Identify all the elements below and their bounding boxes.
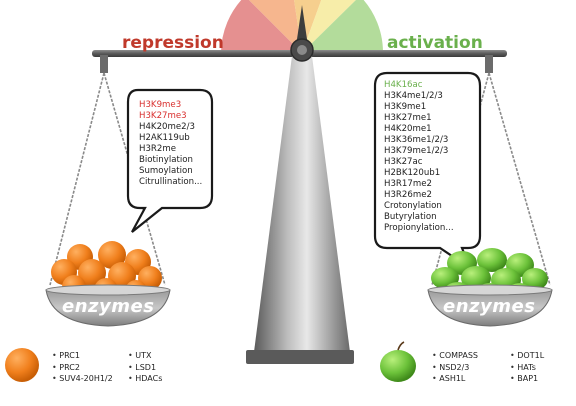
activation-mark-item: H3K27me1: [384, 113, 432, 123]
enzyme-item: NSD2/3: [432, 362, 478, 374]
repression-mark-item: Biotinylation: [139, 155, 193, 165]
activation-mark-item: H3K27ac: [384, 157, 423, 167]
legend-apple-icon: [380, 341, 416, 382]
activation-mark-item: H4K20me1: [384, 124, 432, 134]
repression-enzymes-col1: PRC1PRC2SUV4-20H1/2: [52, 350, 113, 385]
gauge: [221, 0, 384, 53]
activation-mark-item: H3K36me1/2/3: [384, 135, 449, 145]
activation-mark-item: H3R26me2: [384, 190, 432, 200]
activation-mark-item: Crotonylation: [384, 201, 442, 211]
legend-orange-icon: [5, 348, 39, 382]
activation-mark-item: H3K4me1/2/3: [384, 91, 443, 101]
right-pan: [427, 289, 553, 327]
activation-label: activation: [387, 33, 483, 53]
enzyme-item: SUV4-20H1/2: [52, 373, 112, 385]
enzyme-item: HDACs: [128, 373, 162, 385]
activation-mark-item: H3K79me1/2/3: [384, 146, 449, 156]
enzyme-item: PRC1: [52, 350, 113, 362]
activation-mark-item: H3R17me2: [384, 179, 432, 189]
activation-enzymes-col1: COMPASSNSD2/3ASH1L: [432, 350, 478, 385]
enzyme-item: COMPASS: [432, 350, 478, 362]
activation-enzymes-col2: DOT1LHATsBAP1: [510, 350, 544, 385]
enzyme-item: ASH1L: [432, 373, 478, 385]
repression-mark-item: H2AK119ub: [139, 133, 190, 143]
activation-mark-item: H2BK120ub1: [384, 168, 441, 178]
enzyme-item: BAP1: [510, 373, 544, 385]
enzyme-item: DOT1L: [510, 350, 544, 362]
enzyme-item: PRC2: [52, 362, 113, 374]
repression-mark-item: H3K9me3: [139, 100, 182, 110]
repression-mark-item: H3K27me3: [139, 111, 187, 121]
enzyme-item: HATs: [510, 362, 544, 374]
repression-mark-item: H3R2me: [139, 144, 177, 154]
repression-mark-item: Sumoylation: [139, 166, 193, 176]
scale-pole: [254, 56, 350, 352]
enzymes-label-left: enzymes: [62, 296, 155, 317]
repression-mark-item: Citrullination...: [139, 177, 203, 187]
repression-bubble: [126, 88, 214, 233]
gauge-needle: [296, 5, 308, 46]
activation-mark-item: H3K9me1: [384, 102, 427, 112]
enzyme-item: UTX: [128, 350, 162, 362]
repression-mark-item: H4K20me2/3: [139, 122, 195, 132]
repression-label: repression: [122, 33, 224, 53]
repression-enzymes-col2: UTXLSD1HDACs: [128, 350, 162, 385]
activation-mark-item: Butyrylation: [384, 212, 437, 222]
enzyme-item: LSD1: [128, 362, 162, 374]
enzymes-label-right: enzymes: [443, 296, 536, 317]
activation-mark-item: H4K16ac: [384, 80, 423, 90]
left-pan: [45, 289, 171, 327]
activation-mark-item: Propionylation...: [384, 223, 454, 233]
scale-base: [246, 350, 354, 364]
